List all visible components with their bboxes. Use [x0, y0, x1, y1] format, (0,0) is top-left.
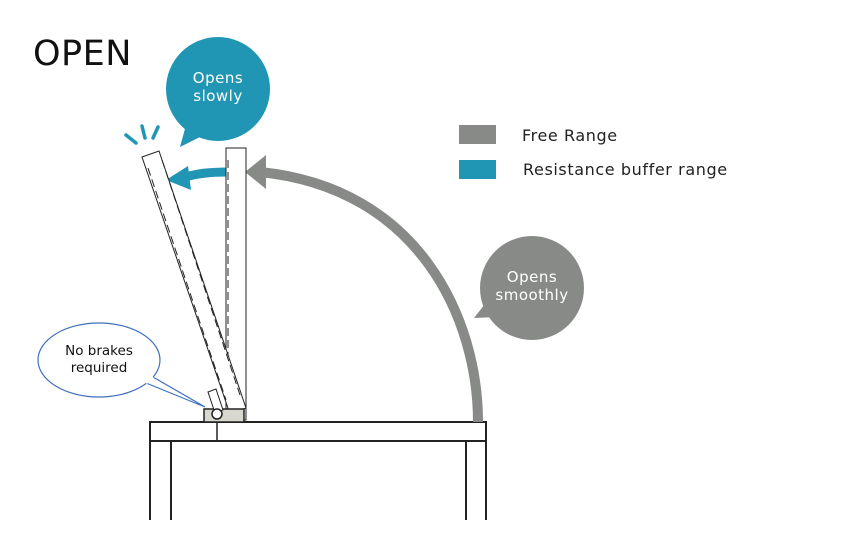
opens-smoothly-line2: smoothly — [495, 286, 569, 304]
cabinet-frame — [149, 421, 487, 520]
opens-slowly-line1: Opens — [192, 69, 244, 87]
resistance-arrow — [166, 166, 229, 190]
no-brakes-label: No brakes required — [49, 343, 149, 377]
legend-swatch-resistance — [459, 160, 496, 179]
door-tilted — [141, 150, 247, 415]
legend-label-free-range: Free Range — [522, 126, 618, 145]
legend-label-resistance: Resistance buffer range — [523, 160, 728, 179]
opens-slowly-line2: slowly — [193, 87, 243, 105]
no-brakes-line1: No brakes — [65, 343, 133, 359]
door-upright — [225, 147, 247, 421]
motion-lines-icon — [124, 124, 160, 145]
hinge-icon — [203, 388, 245, 423]
opens-smoothly-bubble — [474, 236, 584, 340]
page-title: OPEN — [33, 34, 132, 74]
no-brakes-bubble — [37, 322, 206, 408]
opens-smoothly-label: Opens smoothly — [478, 268, 586, 304]
opens-slowly-bubble — [166, 37, 270, 147]
legend-swatch-free-range — [459, 125, 496, 144]
free-range-arrow — [245, 155, 483, 423]
no-brakes-line2: required — [70, 360, 128, 376]
opens-smoothly-line1: Opens — [506, 268, 558, 286]
opens-slowly-label: Opens slowly — [168, 69, 268, 105]
